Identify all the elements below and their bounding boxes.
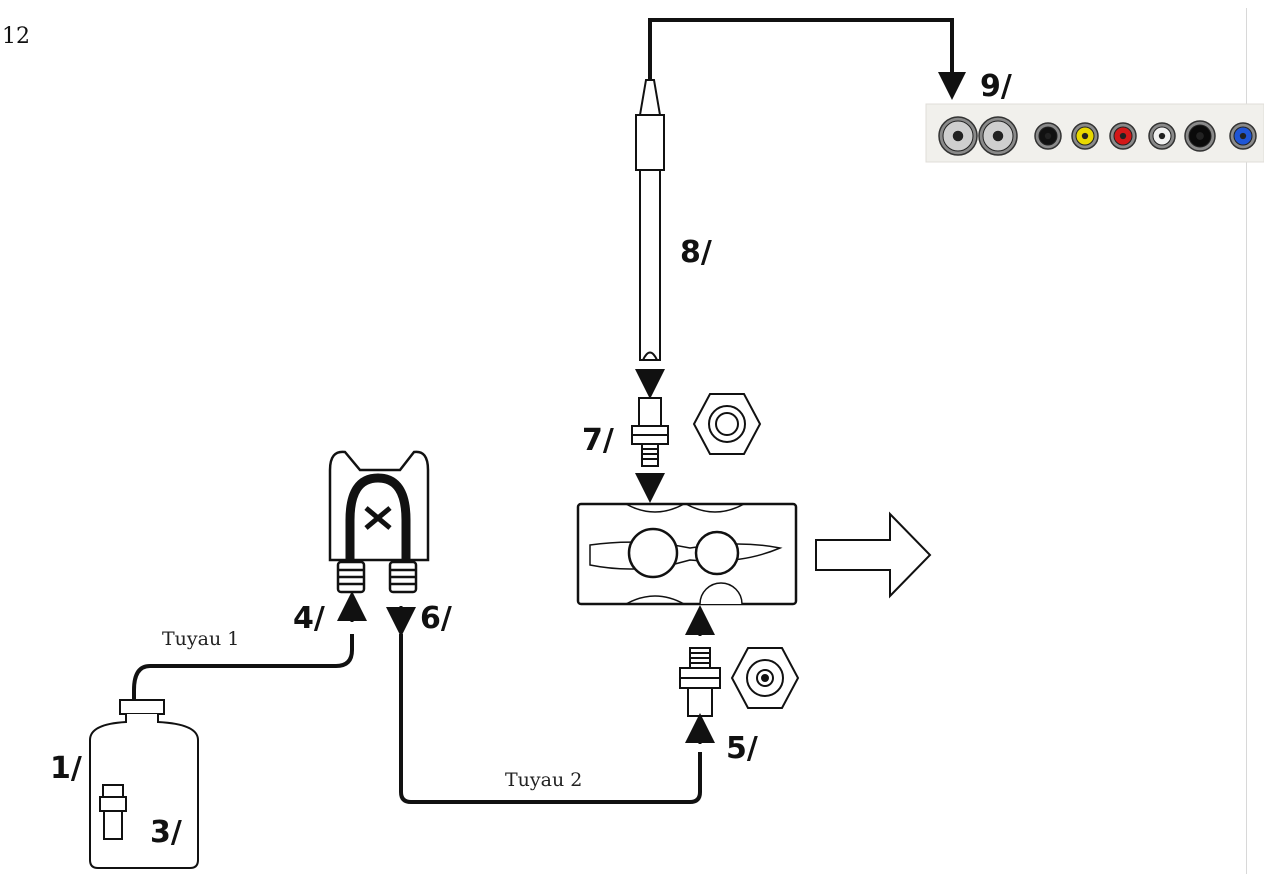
peristaltic-pump <box>330 452 428 592</box>
cable-arrowhead <box>938 72 966 100</box>
bnc-connector-1 <box>939 117 977 155</box>
connector-panel <box>926 104 1264 162</box>
jack-red <box>1110 123 1136 149</box>
measurement-chamber <box>578 504 796 604</box>
tube-1-label: Tuyau 1 <box>162 628 239 650</box>
jack-yellow <box>1072 123 1098 149</box>
probe-fitting <box>632 398 668 466</box>
ph-probe <box>636 80 664 360</box>
label-4: 4/ <box>293 601 325 636</box>
jack-black <box>1035 123 1061 149</box>
label-6: 6/ <box>420 601 452 636</box>
probe-cable <box>650 20 952 80</box>
jack-black-large <box>1185 121 1215 151</box>
label-8: 8/ <box>680 235 712 270</box>
jack-blue <box>1230 123 1256 149</box>
probe-fitting-top-view <box>694 394 760 454</box>
injection-fitting <box>680 648 720 716</box>
outlet-arrow <box>816 514 930 596</box>
label-3: 3/ <box>150 815 182 850</box>
label-1: 1/ <box>50 751 82 786</box>
injection-fitting-top-view <box>732 648 798 708</box>
label-5: 5/ <box>726 731 758 766</box>
jack-white <box>1149 123 1175 149</box>
suction-filter <box>100 785 126 839</box>
label-7: 7/ <box>582 423 614 458</box>
bnc-connector-2 <box>979 117 1017 155</box>
label-9: 9/ <box>980 69 1012 104</box>
tube-2-label: Tuyau 2 <box>505 769 582 791</box>
